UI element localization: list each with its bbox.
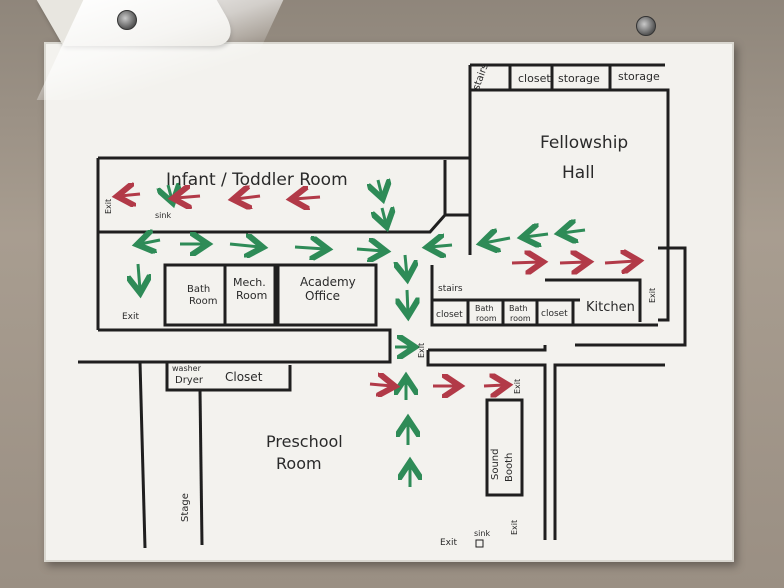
- exit-center-label: Exit: [417, 343, 426, 358]
- bath-b-label-2: room: [510, 314, 531, 323]
- exit-right-mid-label: Exit: [513, 379, 522, 394]
- fellowship-wall: [468, 65, 670, 322]
- infant-toddler-label: Infant / Toddler Room: [166, 170, 348, 190]
- stage-label: Stage: [180, 493, 191, 522]
- sink-bottom-label: sink: [474, 529, 490, 538]
- academy-label-2: Office: [305, 289, 340, 303]
- dryer-label: Dryer: [175, 375, 204, 386]
- mech-label-2: Room: [236, 289, 267, 302]
- preschool-label-1: Preschool: [266, 432, 343, 451]
- screw-icon: [636, 16, 656, 36]
- bath-left-label-2: Room: [189, 296, 217, 307]
- sink-icon: [475, 539, 484, 548]
- closet-mid2-label: closet: [541, 309, 568, 319]
- fellowship-label: Fellowship: [540, 133, 628, 153]
- closet-mid-label: closet: [436, 310, 463, 320]
- stairs-top-label: stairs: [471, 62, 491, 91]
- exit-kitchen-label: Exit: [648, 288, 657, 303]
- bath-a-label-1: Bath: [475, 304, 494, 313]
- preschool-label-2: Room: [276, 454, 322, 473]
- floor-plan-sheet: [44, 42, 734, 562]
- exit-infant-label: Exit: [104, 199, 113, 214]
- red-arrows: [120, 194, 636, 386]
- exit-bottom-right-label: Exit: [510, 520, 519, 535]
- hall-label: Hall: [562, 163, 595, 183]
- stairs-mid-label: stairs: [438, 284, 463, 294]
- mech-label-1: Mech.: [233, 276, 266, 289]
- screw-icon: [117, 10, 137, 30]
- storage-1-label: storage: [558, 72, 600, 85]
- storage-2-label: storage: [618, 70, 660, 83]
- closet-preschool-label: Closet: [225, 370, 263, 384]
- kitchen-label: Kitchen: [586, 300, 635, 315]
- exit-left-label: Exit: [122, 312, 140, 322]
- green-arrows: [138, 180, 586, 487]
- sound-label-1: Sound: [490, 449, 501, 481]
- exit-bottom-label: Exit: [440, 538, 458, 548]
- bath-a-label-2: room: [476, 314, 497, 323]
- closet-top-label: closet: [518, 72, 551, 85]
- academy-label-1: Academy: [300, 275, 356, 289]
- walls: [78, 63, 687, 549]
- sink-infant-label: sink: [155, 211, 171, 220]
- washer-label: washer: [172, 364, 202, 373]
- booth-label-2: Booth: [504, 453, 515, 482]
- bath-left-label-1: Bath: [187, 284, 210, 295]
- bath-b-label-1: Bath: [509, 304, 528, 313]
